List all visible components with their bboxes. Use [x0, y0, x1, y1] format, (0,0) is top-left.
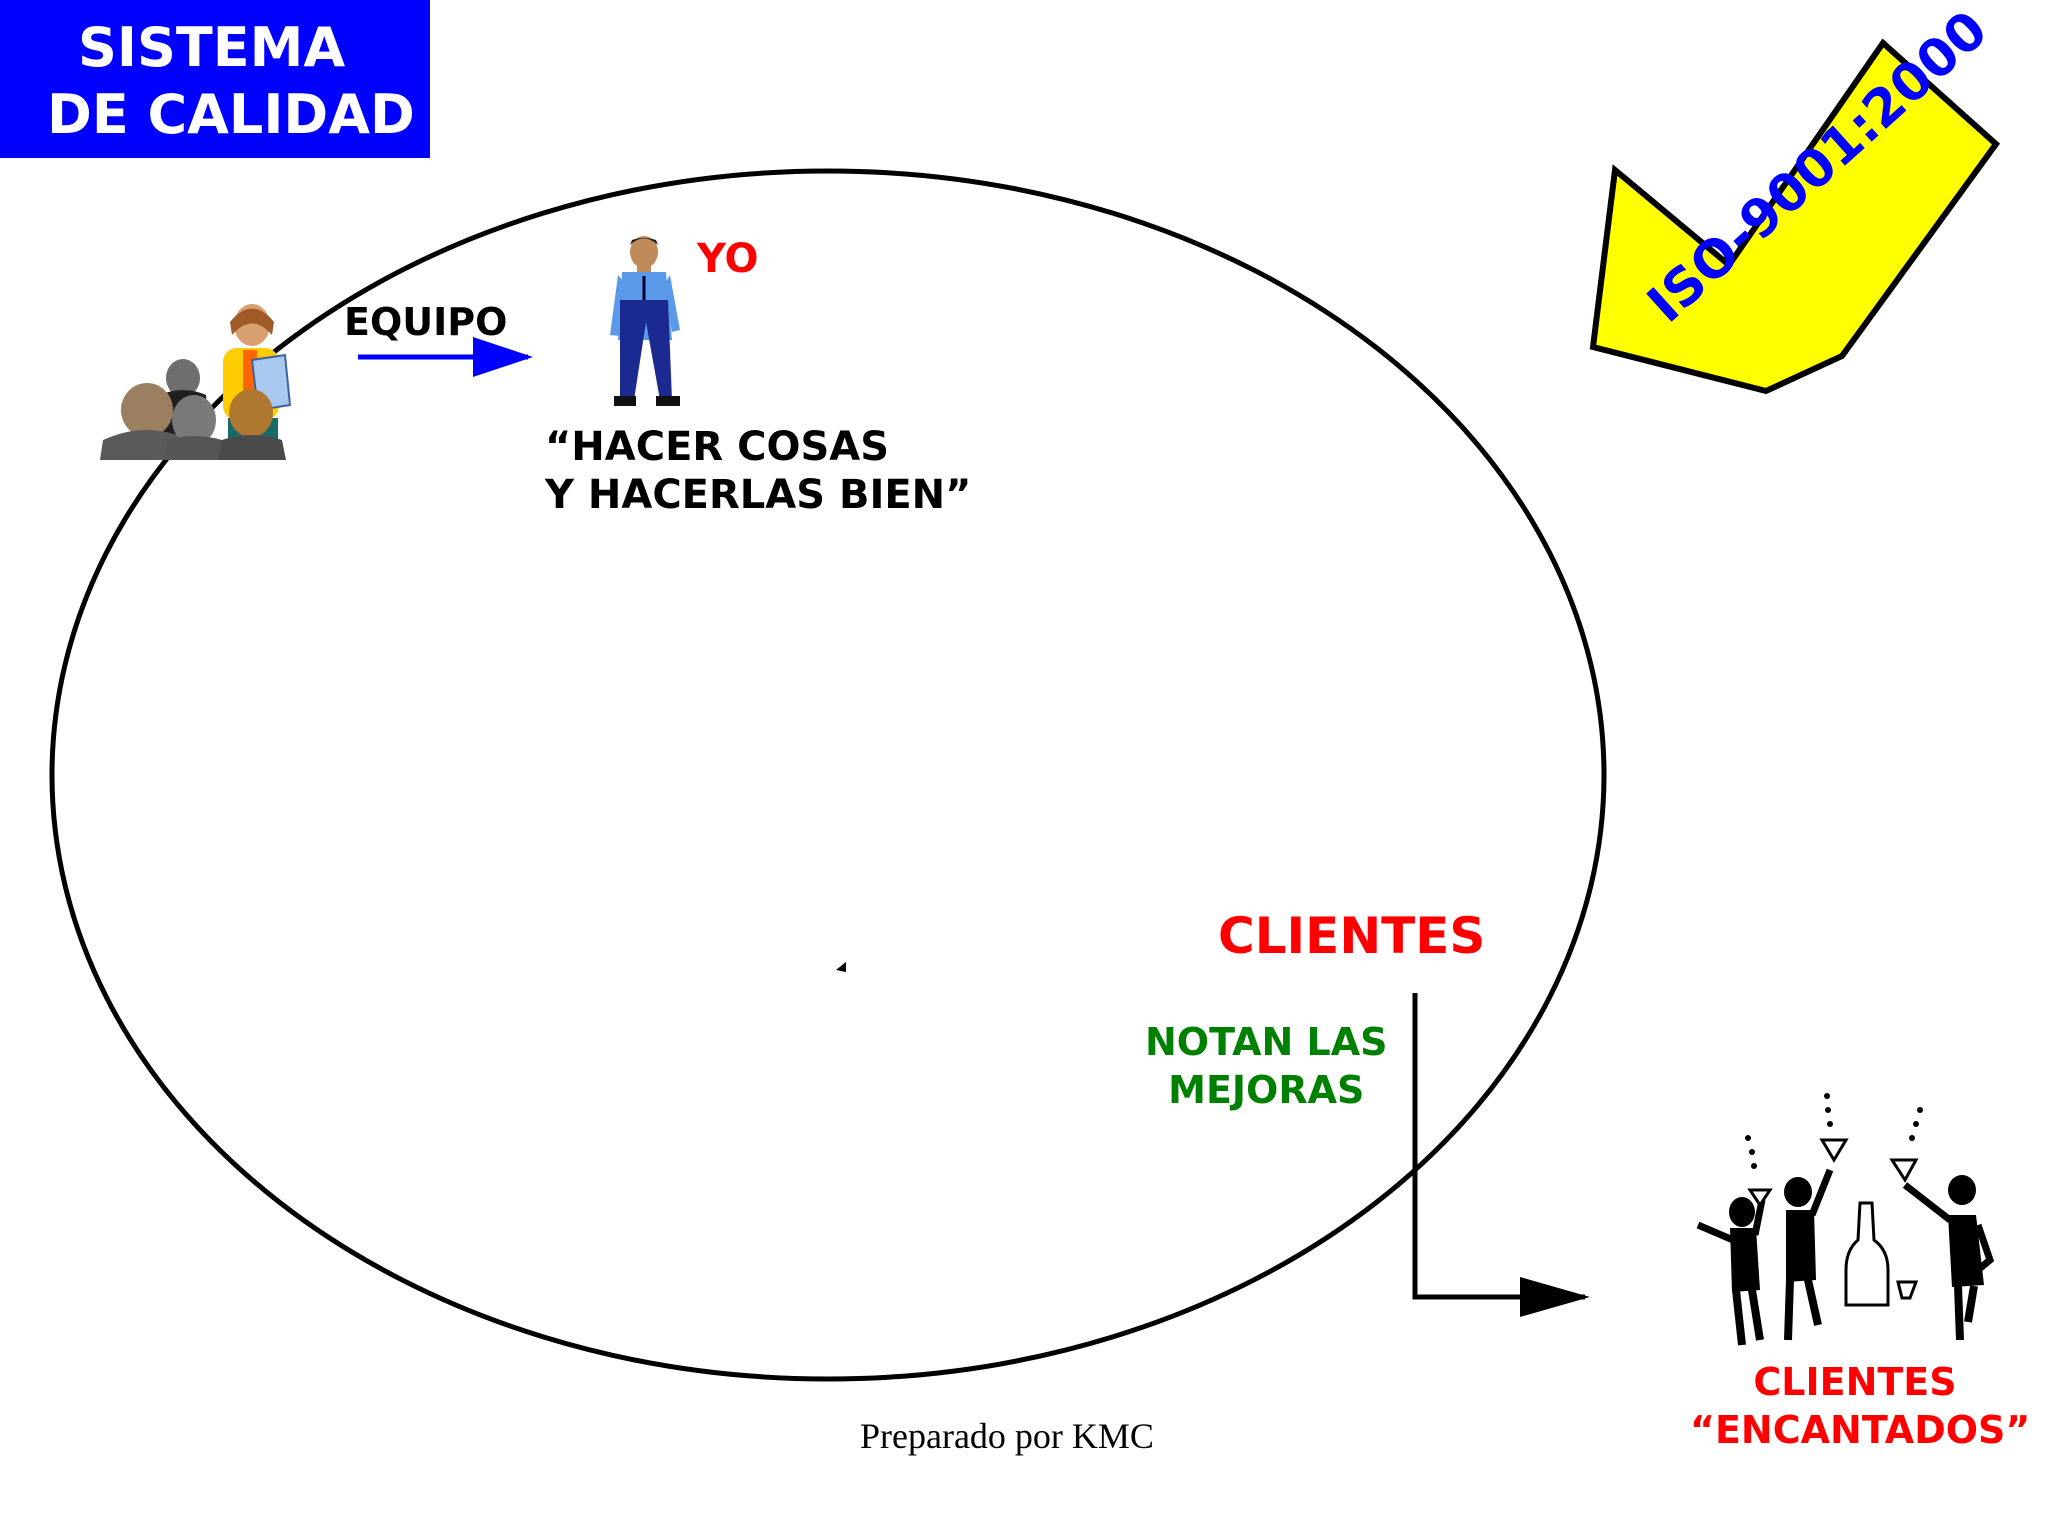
quote-line-2: Y HACERLAS BIEN” — [545, 472, 972, 518]
clientes-connector-arrow — [1412, 993, 1590, 1317]
quote-text: “HACER COSAS Y HACERLAS BIEN” — [545, 423, 971, 519]
title-line-1: SISTEMA — [78, 16, 346, 79]
notan-line-2: MEJORAS — [1168, 1068, 1365, 1112]
notan-line-1: NOTAN LAS — [1145, 1020, 1388, 1064]
encantados-line-1: CLIENTES — [1753, 1360, 1957, 1404]
quality-cycle-ellipse — [49, 168, 1607, 1382]
clientes-label: CLIENTES — [1218, 907, 1486, 965]
iso-arrow-icon: ISO-9001:2000 — [1589, 0, 2001, 395]
equipo-label: EQUIPO — [344, 300, 508, 344]
footer-credit: Preparado por KMC — [860, 1416, 1154, 1456]
yo-label: YO — [697, 236, 759, 282]
team-clipart-icon — [100, 304, 292, 460]
center-arrowhead — [836, 962, 846, 972]
quote-line-1: “HACER COSAS — [545, 424, 890, 470]
celebrating-customers-icon — [1696, 1093, 1995, 1346]
title-box: SISTEMA DE CALIDAD — [0, 0, 430, 158]
title-line-2: DE CALIDAD — [47, 83, 415, 146]
notan-mejoras-label: NOTAN LAS MEJORAS — [1145, 1018, 1388, 1114]
encantados-line-2: “ENCANTADOS” — [1690, 1408, 2031, 1452]
standing-man-icon — [610, 236, 680, 406]
clientes-encantados-label: CLIENTES “ENCANTADOS” — [1690, 1358, 2031, 1454]
